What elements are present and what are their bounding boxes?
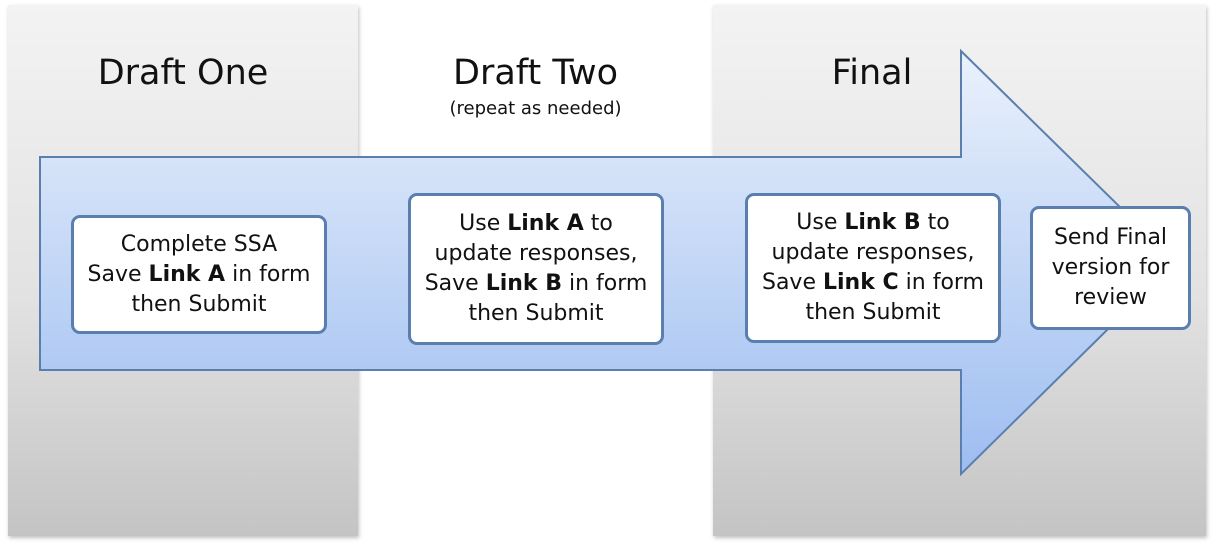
step-line: Send Final bbox=[1052, 223, 1170, 253]
step-line: version for bbox=[1052, 253, 1170, 283]
step-text-run: review bbox=[1074, 285, 1147, 310]
column-subtitle-draft-two: (repeat as needed) bbox=[449, 98, 622, 119]
link-label: Link C bbox=[822, 270, 899, 295]
step-text-run: in form bbox=[561, 271, 648, 296]
step-text-run: Save bbox=[87, 261, 149, 287]
step-line: Use Link A to bbox=[425, 209, 648, 239]
step-text-run: to bbox=[920, 210, 950, 235]
step-text-run: to bbox=[583, 211, 613, 236]
step-text-run: Save bbox=[761, 270, 823, 295]
step-line: then Submit bbox=[762, 298, 984, 328]
step-text-run: Use bbox=[796, 210, 845, 235]
column-title-draft-two: Draft Two bbox=[453, 53, 618, 93]
step-line: Use Link B to bbox=[762, 208, 984, 238]
step-text-run: then Submit bbox=[468, 301, 604, 326]
link-label: Link A bbox=[507, 211, 584, 236]
step-text-run: update responses, bbox=[771, 240, 975, 265]
step-text-run: in form bbox=[898, 270, 984, 295]
step-line: Save Link A in form bbox=[88, 260, 311, 290]
step-text-run: Complete SSA bbox=[120, 231, 278, 257]
column-title-final: Final bbox=[831, 53, 913, 93]
step-text: Send Final version for review bbox=[1052, 223, 1170, 313]
step-text-run: then Submit bbox=[131, 291, 267, 317]
step-text-run: Send Final bbox=[1053, 225, 1168, 250]
step-text-run: then Submit bbox=[805, 300, 941, 325]
step-text-run: version for bbox=[1051, 255, 1170, 280]
step-box-send-final: Send Final version for review bbox=[1030, 206, 1191, 330]
step-line: update responses, bbox=[425, 239, 648, 269]
link-label: Link B bbox=[844, 210, 921, 235]
step-line: then Submit bbox=[88, 290, 311, 320]
step-line: then Submit bbox=[425, 299, 648, 329]
link-label: Link B bbox=[485, 271, 562, 296]
step-text-run: in form bbox=[225, 261, 311, 287]
column-title-draft-one: Draft One bbox=[97, 53, 269, 93]
step-line: Save Link C in form bbox=[762, 268, 984, 298]
step-line: update responses, bbox=[762, 238, 984, 268]
step-line: review bbox=[1052, 283, 1170, 313]
step-text-run: update responses, bbox=[434, 241, 638, 266]
column-draft-two: Draft Two (repeat as needed) bbox=[362, 5, 709, 536]
step-text-run: Save bbox=[424, 271, 486, 296]
step-line: Save Link B in form bbox=[425, 269, 648, 299]
link-label: Link A bbox=[148, 261, 226, 287]
step-text-run: Use bbox=[459, 211, 508, 236]
step-line: Complete SSA bbox=[88, 230, 311, 260]
